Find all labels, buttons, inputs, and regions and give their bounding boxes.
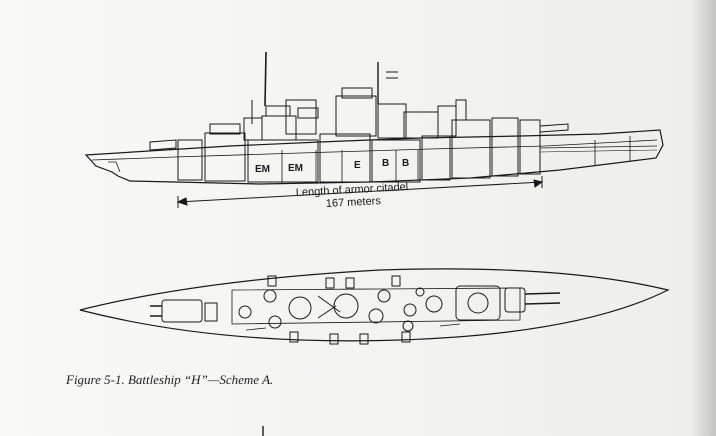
side-profile — [84, 51, 664, 208]
plan-view — [79, 268, 670, 345]
hull-outline — [84, 129, 664, 185]
plan-hull-outline — [79, 268, 670, 342]
figure-caption: Figure 5-1. Battleship “H”—Scheme A. — [66, 372, 274, 387]
label-b-1: B — [382, 158, 389, 169]
label-b-2: B — [402, 158, 409, 169]
label-em-2: EM — [288, 163, 303, 174]
label-em-1: EM — [255, 164, 270, 175]
label-e: E — [354, 160, 361, 171]
dimension-label: Length of armor citadel — [296, 181, 409, 199]
dimension-line — [176, 176, 544, 208]
dimension-value: 167 meters — [326, 195, 382, 210]
page-binding-shadow — [690, 0, 716, 436]
